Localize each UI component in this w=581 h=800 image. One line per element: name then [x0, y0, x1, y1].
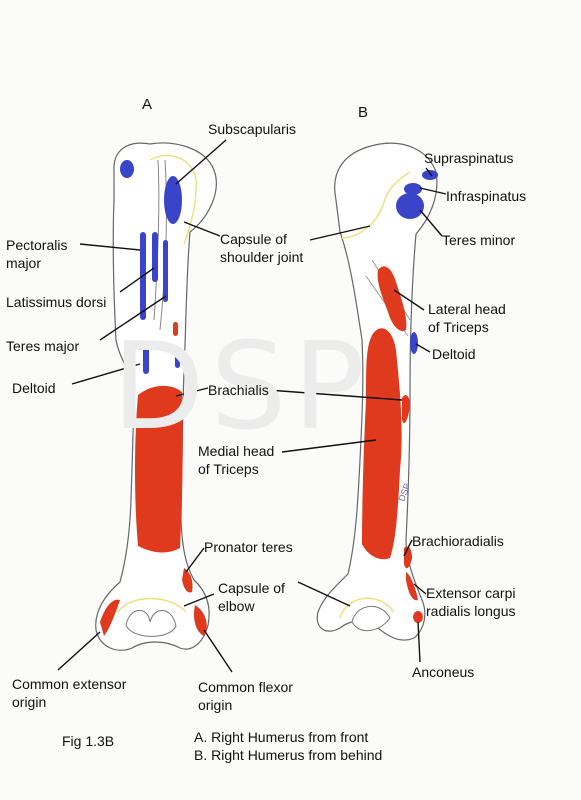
label-capsule-elbow-1: Capsule of	[218, 580, 285, 596]
label-brachioradialis: Brachioradialis	[412, 533, 504, 549]
leader-pectoralis	[79, 243, 141, 251]
leader-supraspinatus	[425, 167, 433, 177]
brachialis-origin	[135, 385, 183, 553]
label-anconeus: Anconeus	[412, 664, 475, 680]
supraspinatus-insertion	[422, 170, 438, 180]
leader-teres-major	[99, 295, 167, 341]
leader-lines	[57, 139, 447, 673]
watermark: DSP	[112, 318, 371, 457]
label-extensor-carpi-2: radialis longus	[426, 603, 516, 619]
label-teres-minor: Teres minor	[442, 232, 516, 248]
label-common-extensor-1: Common extensor	[12, 676, 127, 692]
subscapularis-insertion-2	[164, 176, 182, 224]
deltoid-insertion-b	[410, 332, 418, 354]
infraspinatus-insertion	[404, 183, 422, 195]
teres-minor-insertion	[396, 193, 424, 219]
leader-pronator-teres	[185, 547, 205, 573]
label-common-flexor-2: origin	[198, 697, 233, 713]
leader-extensor-carpi	[413, 583, 427, 595]
label-capsule-elbow-2: elbow	[218, 598, 255, 614]
leader-lateral-head	[393, 289, 425, 311]
leader-brachialis-a	[175, 387, 209, 397]
red-mark-small	[173, 322, 178, 336]
leader-brachioradialis	[403, 539, 413, 557]
leader-latissimus	[119, 267, 155, 293]
label-lateral-head-1: Lateral head	[428, 301, 506, 317]
bicipital-groove-line	[153, 159, 160, 321]
label-supraspinatus: Supraspinatus	[424, 150, 514, 166]
brachialis-back-mark	[402, 395, 410, 424]
label-common-flexor-1: Common flexor	[198, 679, 293, 695]
leader-capsule-shoulder-a	[183, 221, 221, 237]
leader-capsule-elbow-b	[297, 581, 351, 607]
label-deltoid-b: Deltoid	[432, 346, 476, 362]
label-infraspinatus: Infraspinatus	[446, 188, 527, 204]
panel-label-b: B	[358, 104, 369, 121]
label-lateral-head-2: of Triceps	[428, 319, 489, 335]
leader-capsule-elbow	[183, 593, 215, 607]
figure-number: Fig 1.3B	[62, 733, 115, 749]
caption-line-a: A. Right Humerus from front	[194, 729, 369, 745]
panel-label-a: A	[142, 96, 153, 113]
capsule-shoulder-front	[149, 154, 197, 245]
common-flexor-origin	[194, 605, 207, 636]
common-extensor-origin	[100, 599, 120, 636]
label-latissimus-dorsi: Latissimus dorsi	[6, 294, 107, 310]
label-medial-head-2: of Triceps	[198, 461, 259, 477]
capsule-shoulder-back	[341, 171, 411, 239]
leader-brachialis-b	[267, 389, 403, 401]
humerus-front	[95, 142, 217, 651]
label-deltoid-a: Deltoid	[12, 380, 56, 396]
anconeus-origin	[413, 611, 423, 623]
leader-infraspinatus	[419, 187, 447, 195]
trochlea-front	[125, 609, 177, 637]
leader-anconeus	[417, 621, 421, 663]
extensor-carpi-radialis-origin	[406, 572, 418, 601]
leader-teres-minor	[419, 209, 443, 237]
pronator-teres-origin	[182, 568, 193, 593]
capsule-elbow-front	[117, 597, 187, 613]
brachioradialis-origin	[404, 546, 412, 569]
leader-capsule-shoulder-b	[309, 225, 371, 241]
humerus-back: DSP	[316, 142, 438, 641]
latissimus-dorsi-insertion	[152, 232, 158, 282]
olecranon-fossa	[351, 606, 391, 632]
label-pectoralis-major-2: major	[6, 255, 42, 271]
teres-major-insertion	[163, 240, 168, 302]
leader-medial-head	[281, 439, 377, 453]
leader-common-extensor	[57, 631, 101, 671]
leader-common-flexor	[203, 629, 233, 673]
label-brachialis: Brachialis	[208, 382, 269, 398]
medial-head-triceps-origin	[362, 328, 402, 560]
label-pectoralis-major-1: Pectoralis	[6, 237, 68, 253]
leader-deltoid-a	[71, 363, 141, 385]
label-capsule-shoulder-1: Capsule of	[220, 231, 287, 247]
lateral-head-triceps-origin	[377, 266, 407, 332]
capsule-elbow-back	[339, 597, 395, 619]
deltoid-insertion-a	[143, 344, 149, 374]
label-subscapularis: Subscapularis	[208, 121, 296, 137]
label-common-extensor-2: origin	[12, 694, 47, 710]
label-pronator-teres: Pronator teres	[204, 539, 293, 555]
leader-deltoid-b	[415, 343, 431, 353]
label-teres-major: Teres major	[6, 338, 80, 354]
deltoid-insertion-a2	[175, 352, 180, 368]
leader-subscapularis	[175, 139, 227, 185]
label-extensor-carpi-1: Extensor carpi	[426, 585, 516, 601]
subscapularis-insertion	[120, 160, 134, 178]
label-medial-head-1: Medial head	[198, 443, 275, 459]
label-capsule-shoulder-2: shoulder joint	[220, 249, 304, 265]
caption-line-b: B. Right Humerus from behind	[194, 747, 383, 763]
